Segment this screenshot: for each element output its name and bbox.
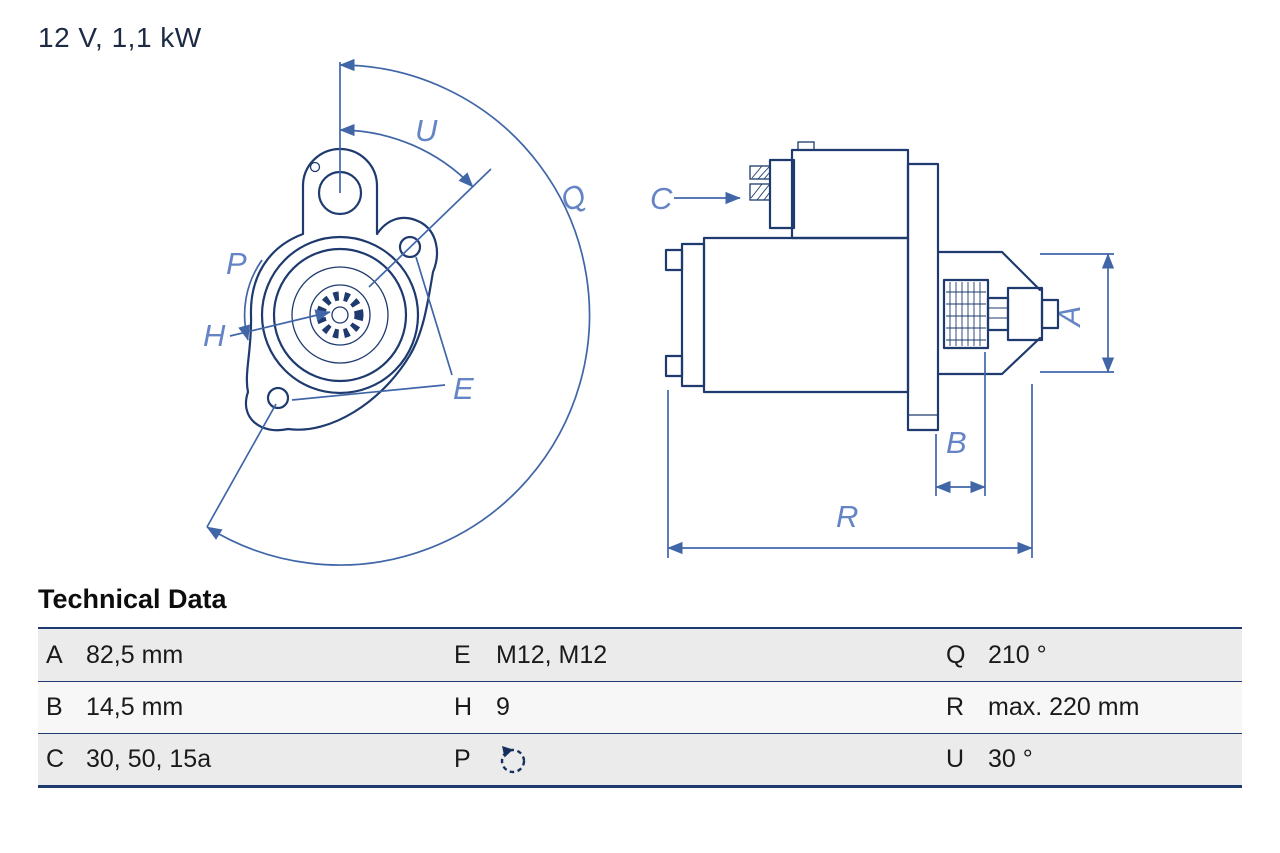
param-value-r: max. 220 mm <box>988 693 1140 721</box>
technical-data-heading: Technical Data <box>38 584 227 614</box>
param-value-c: 30, 50, 15a <box>86 745 212 773</box>
param-key-c: C <box>46 745 65 773</box>
side-view: C A B R <box>650 141 1115 558</box>
shaft-center-hole <box>331 306 349 324</box>
front-view: U Q P H E <box>203 58 592 566</box>
dim-label-p: P <box>226 246 247 281</box>
mounting-hole-bottom <box>266 386 290 410</box>
param-key-h: H <box>454 693 473 721</box>
solenoid-cap <box>768 158 796 230</box>
param-value-u: 30 ° <box>988 745 1033 773</box>
rotation-ccw-icon <box>500 745 526 773</box>
leader-line-h <box>229 309 331 337</box>
flange-plate <box>906 162 940 432</box>
param-key-b: B <box>46 693 63 721</box>
shaft-tip <box>1040 298 1060 330</box>
solenoid-bracket <box>797 141 815 151</box>
param-value-h: 9 <box>496 693 510 721</box>
dim-label-a: A <box>1052 306 1087 329</box>
product-drawing: U Q P H E <box>203 58 1115 566</box>
table-row: C 30, 50, 15a P U 30 ° <box>38 733 1242 785</box>
dim-arc-u <box>339 123 474 188</box>
terminal-stud-1-hatch <box>751 165 771 180</box>
bolt-tab-top <box>664 248 684 272</box>
table-row: B 14,5 mm H 9 R max. 220 mm <box>38 681 1242 733</box>
technical-data-section: Technical Data A 82,5 mm E M12, M12 Q 21… <box>0 572 1280 788</box>
dim-radius-line-q <box>206 403 277 528</box>
dim-label-u: U <box>415 113 438 148</box>
motor-body <box>702 236 910 394</box>
pinion-knurl <box>946 282 986 346</box>
leader-line-e2 <box>291 384 446 401</box>
param-value-a: 82,5 mm <box>86 640 184 669</box>
param-value-e: M12, M12 <box>496 640 608 669</box>
drive-housing-bottom <box>936 336 1042 376</box>
param-key-q: Q <box>946 640 966 669</box>
dim-label-h: H <box>203 318 226 353</box>
param-key-a: A <box>46 640 63 669</box>
technical-data-table: A 82,5 mm E M12, M12 Q 210 ° B 14,5 mm H… <box>38 627 1242 788</box>
dim-label-e: E <box>453 371 474 406</box>
dim-arc-q <box>206 58 591 566</box>
pinion-teeth <box>316 291 364 339</box>
param-key-e: E <box>454 640 471 669</box>
param-key-r: R <box>946 693 965 721</box>
dim-label-b: B <box>946 425 967 460</box>
param-value-b: 14,5 mm <box>86 693 184 721</box>
param-key-u: U <box>946 745 965 773</box>
shaft-lines <box>988 307 1008 319</box>
dim-label-r: R <box>836 499 858 534</box>
mounting-hole-top <box>398 235 422 259</box>
pinion <box>942 278 990 350</box>
tab-pin-hole <box>309 161 321 173</box>
dim-label-q: Q <box>554 177 592 219</box>
table-row: A 82,5 mm E M12, M12 Q 210 ° <box>38 629 1242 681</box>
terminal-stud-2-hatch <box>750 183 771 201</box>
end-cap <box>680 242 706 388</box>
solenoid-body <box>790 148 910 240</box>
dim-label-c: C <box>650 181 673 216</box>
end-bearing <box>1006 286 1044 342</box>
boss-outer-circle <box>260 235 420 395</box>
leader-line-e1 <box>415 256 453 376</box>
boss-inner-circle <box>272 247 408 383</box>
page-title: 12 V, 1,1 kW <box>38 22 202 53</box>
drive-housing-top <box>936 250 1042 292</box>
param-value-p <box>492 744 938 776</box>
param-key-p: P <box>454 745 471 773</box>
dim-radius-line-u <box>368 168 492 288</box>
bolt-tab-bottom <box>664 354 684 378</box>
shaft <box>986 296 1010 332</box>
param-value-q: 210 ° <box>988 640 1047 669</box>
